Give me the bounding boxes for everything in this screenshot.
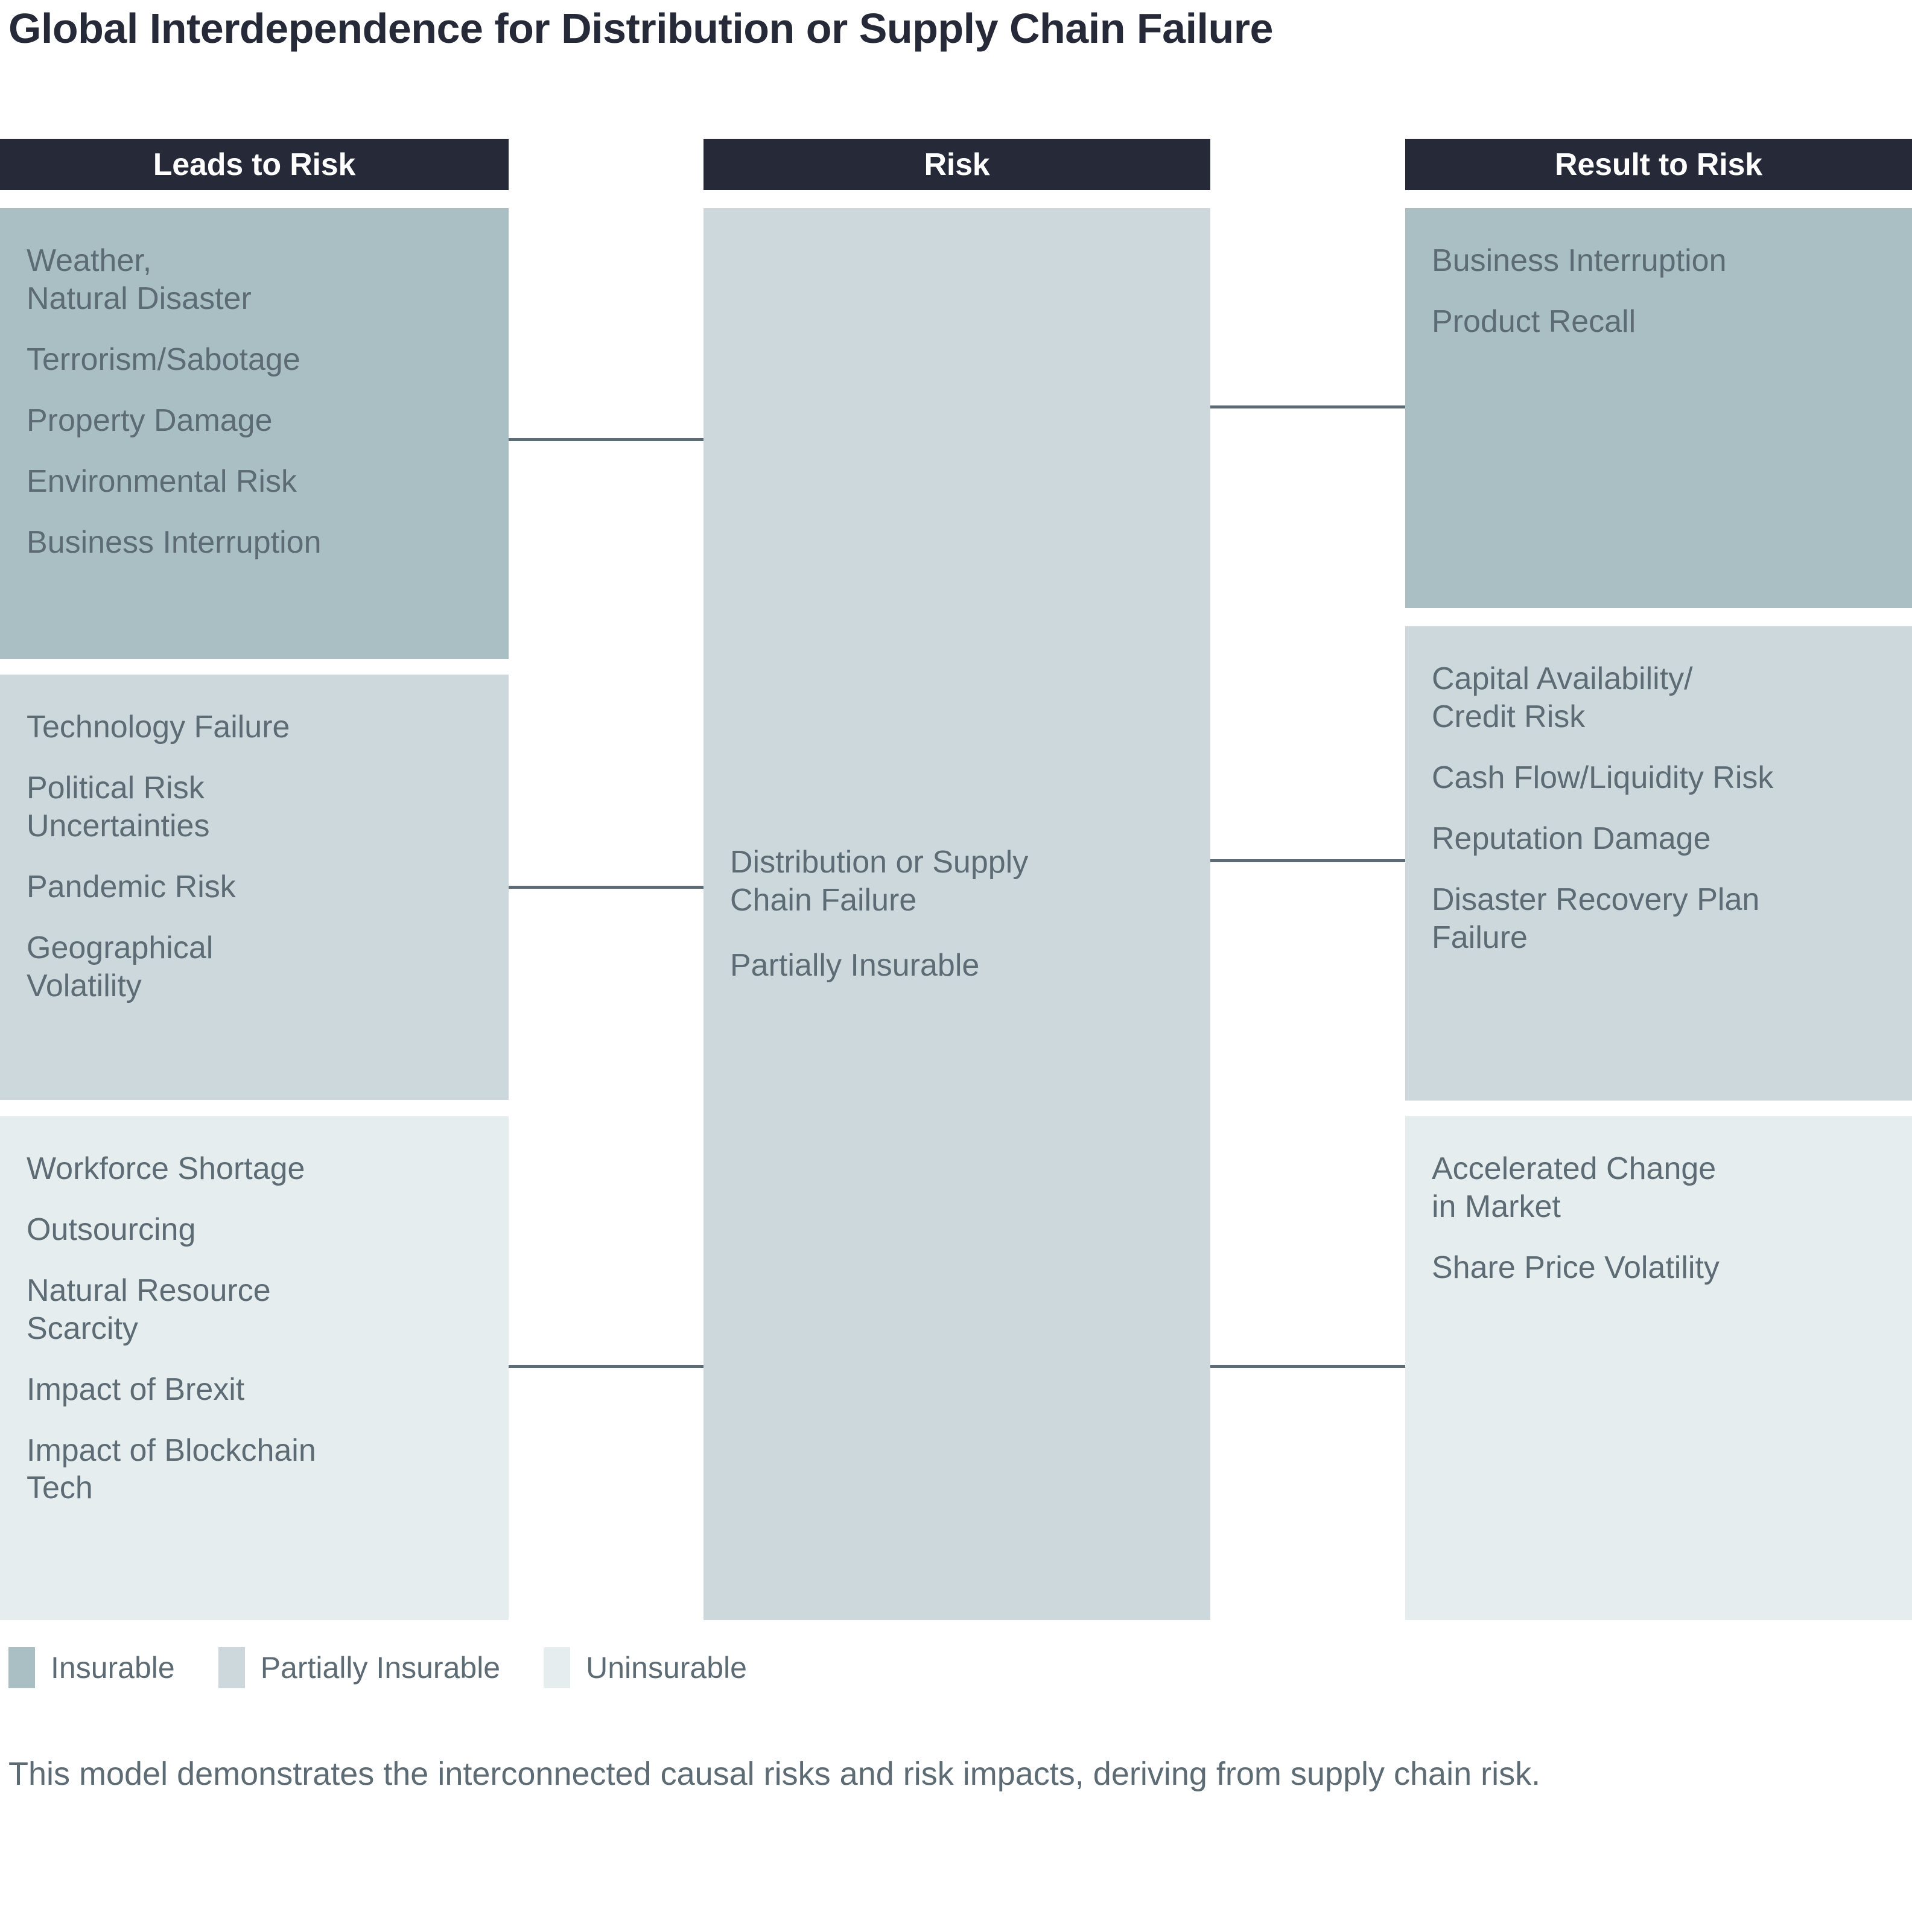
risk-interdependence-diagram: Leads to Risk Risk Result to Risk Weathe… (0, 139, 1912, 1620)
legend-label: Uninsurable (586, 1651, 747, 1685)
list-item: Workforce Shortage (27, 1151, 305, 1186)
legend: Insurable Partially Insurable Uninsurabl… (8, 1647, 790, 1688)
list-item: Weather, Natural Disaster (27, 243, 252, 316)
list-item: Geographical Volatility (27, 930, 214, 1003)
connector-left-block-3 (509, 1365, 704, 1368)
list-item: Disaster Recovery Plan Failure (1432, 882, 1760, 955)
legend-label: Insurable (51, 1651, 175, 1685)
page-title: Global Interdependence for Distribution … (8, 5, 1273, 52)
list-item: Technology Failure (27, 710, 290, 745)
list-item: Natural Resource Scarcity (27, 1273, 271, 1346)
list-item: Impact of Blockchain Tech (27, 1432, 316, 1506)
risk-category: Partially Insurable (730, 948, 980, 983)
list-item: Pandemic Risk (27, 869, 236, 904)
list-item: Capital Availability/ Credit Risk (1432, 661, 1693, 734)
connector-left-block-2 (509, 886, 704, 889)
legend-swatch-uninsurable (544, 1647, 571, 1688)
connector-left-block-1 (509, 438, 704, 441)
list-item: Reputation Damage (1432, 821, 1711, 856)
connector-right-block-1 (1210, 405, 1405, 408)
legend-item-partially-insurable: Partially Insurable (218, 1647, 500, 1688)
column-header-leads-to-risk: Leads to Risk (0, 139, 509, 190)
left-block-uninsurable: Workforce Shortage Outsourcing Natural R… (0, 1116, 509, 1620)
list-item: Environmental Risk (27, 463, 297, 499)
column-header-risk: Risk (704, 139, 1210, 190)
center-block-risk: Distribution or Supply Chain Failure Par… (704, 208, 1210, 1620)
right-block-uninsurable: Accelerated Change in Market Share Price… (1405, 1116, 1912, 1620)
list-item: Political Risk Uncertainties (27, 770, 210, 844)
list-item: Cash Flow/Liquidity Risk (1432, 760, 1774, 795)
list-item: Accelerated Change in Market (1432, 1151, 1717, 1224)
list-item: Impact of Brexit (27, 1371, 245, 1407)
right-block-partially-insurable: Capital Availability/ Credit Risk Cash F… (1405, 626, 1912, 1101)
legend-label: Partially Insurable (260, 1651, 501, 1685)
legend-item-insurable: Insurable (8, 1647, 175, 1688)
list-item: Product Recall (1432, 303, 1636, 339)
legend-swatch-partially-insurable (218, 1647, 245, 1688)
list-item: Business Interruption (1432, 243, 1727, 278)
list-item: Share Price Volatility (1432, 1250, 1720, 1285)
footer-note: This model demonstrates the interconnect… (8, 1756, 1541, 1792)
legend-swatch-insurable (8, 1647, 35, 1688)
legend-item-uninsurable: Uninsurable (544, 1647, 747, 1688)
right-block-insurable: Business Interruption Product Recall (1405, 208, 1912, 608)
risk-name: Distribution or Supply Chain Failure (730, 844, 1029, 918)
list-item: Property Damage (27, 402, 273, 438)
connector-right-block-3 (1210, 1365, 1405, 1368)
list-item: Business Interruption (27, 524, 322, 560)
left-block-partially-insurable: Technology Failure Political Risk Uncert… (0, 675, 509, 1100)
list-item: Terrorism/Sabotage (27, 342, 300, 377)
connector-right-block-2 (1210, 859, 1405, 862)
column-header-result-to-risk: Result to Risk (1405, 139, 1912, 190)
list-item: Outsourcing (27, 1212, 196, 1247)
left-block-insurable: Weather, Natural Disaster Terrorism/Sabo… (0, 208, 509, 659)
